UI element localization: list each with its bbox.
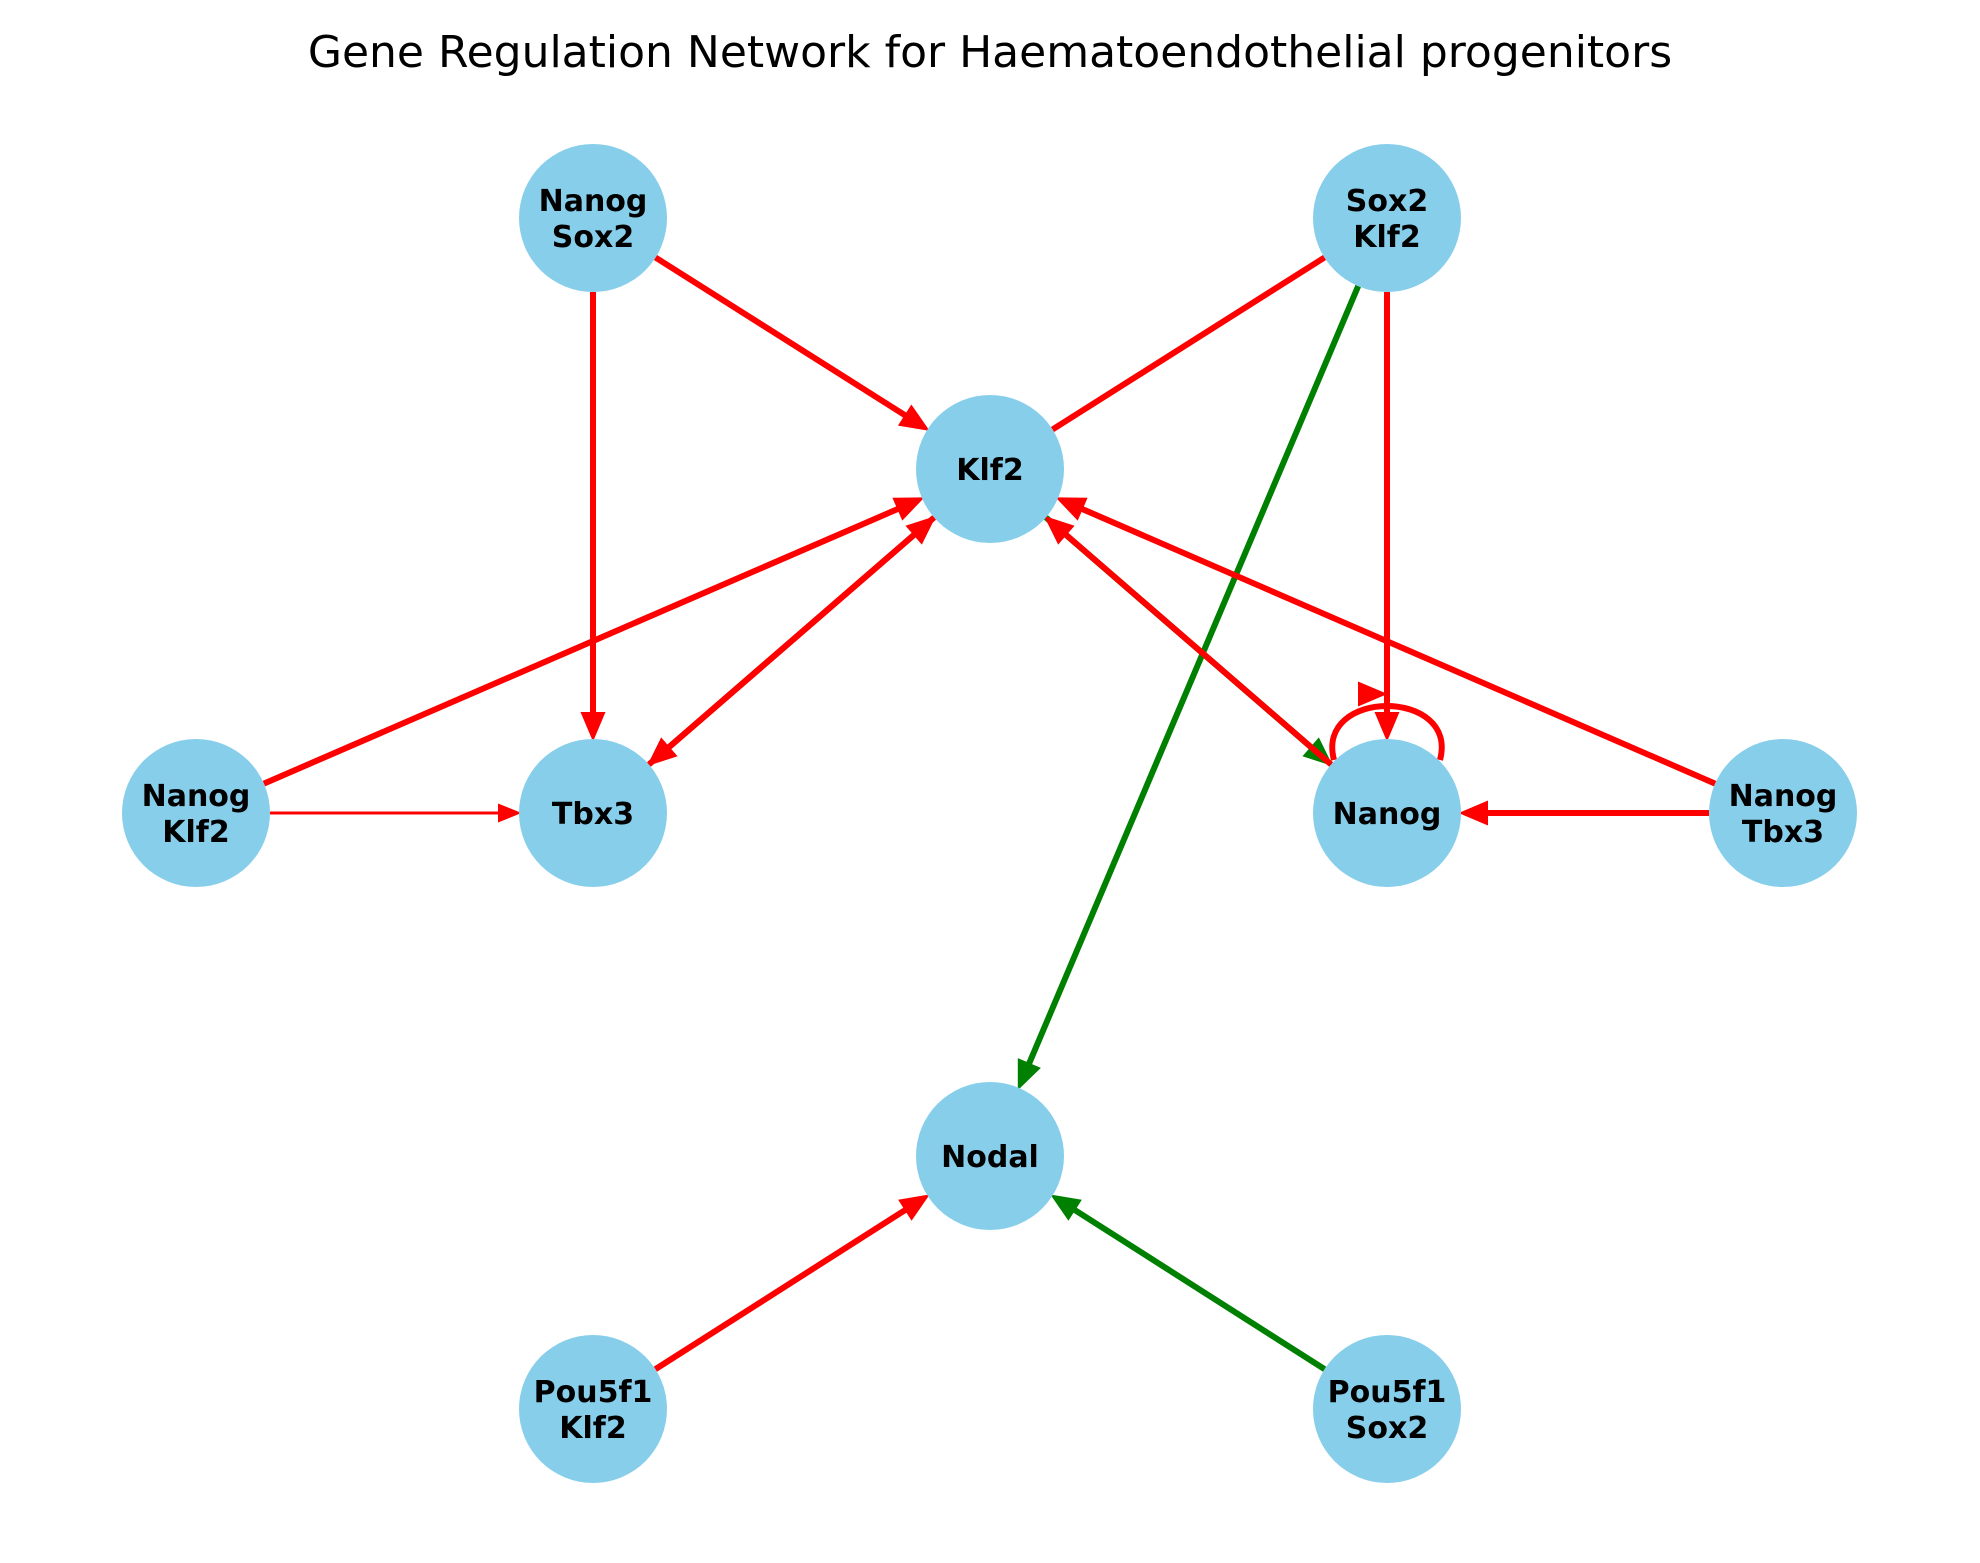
- node-circle: [1313, 144, 1461, 292]
- edge-pou5f1_sox2-to-nodal: [1050, 1194, 1327, 1372]
- edge-pou5f1_klf2-to-nodal: [653, 1194, 930, 1372]
- node-circle: [122, 739, 270, 887]
- node-label: Klf2: [956, 453, 1023, 488]
- node-label: Nanog: [142, 779, 251, 814]
- edge-nanog_sox2-to-klf2: [653, 254, 930, 431]
- node-circle: [519, 144, 667, 292]
- node-label: Klf2: [162, 815, 229, 850]
- node-label: Nodal: [941, 1140, 1039, 1175]
- node-klf2: Klf2: [916, 395, 1064, 543]
- edge-tbx3-to-klf2: [646, 515, 937, 767]
- diagram-title: Gene Regulation Network for Haematoendot…: [308, 27, 1672, 78]
- node-label: Nanog: [1729, 779, 1838, 814]
- node-label: Pou5f1: [1328, 1375, 1447, 1410]
- edge-nanog_tbx3-to-klf2: [1055, 497, 1717, 787]
- edges-layer: [262, 254, 1717, 1372]
- node-circle: [1313, 739, 1461, 887]
- edge-sox2_klf2-to-nodal: [1017, 284, 1361, 1091]
- node-circle: [1709, 739, 1857, 887]
- edge-nanog-to-klf2: [1043, 515, 1334, 767]
- node-label: Klf2: [1353, 220, 1420, 255]
- node-label: Sox2: [552, 220, 634, 255]
- node-label: Tbx3: [1742, 815, 1824, 850]
- node-circle: [916, 1082, 1064, 1230]
- node-label: Klf2: [559, 1411, 626, 1446]
- node-nodal: Nodal: [916, 1082, 1064, 1230]
- edge-nanog_tbx3-to-nanog: [1458, 800, 1709, 826]
- node-circle: [519, 739, 667, 887]
- edge-sox2_klf2-to-klf2: [1050, 254, 1327, 433]
- node-circle: [1313, 1335, 1461, 1483]
- node-label: Sox2: [1346, 184, 1428, 219]
- node-nanog: Nanog: [1313, 739, 1461, 887]
- node-label: Nanog: [539, 184, 648, 219]
- node-tbx3: Tbx3: [519, 739, 667, 887]
- node-label: Pou5f1: [534, 1375, 653, 1410]
- edge-sox2_klf2-to-nanog: [1374, 292, 1400, 742]
- node-label: Tbx3: [552, 797, 634, 832]
- edge-nanog_sox2-to-tbx3: [580, 292, 606, 742]
- edge-nanog-to-nanog: [1329, 681, 1445, 761]
- edge-nanog_klf2-to-tbx3: [270, 803, 522, 823]
- edge-nanog_klf2-to-klf2: [262, 497, 925, 787]
- node-circle: [519, 1335, 667, 1483]
- node-label: Sox2: [1346, 1411, 1428, 1446]
- node-label: Nanog: [1333, 797, 1442, 832]
- node-circle: [916, 395, 1064, 543]
